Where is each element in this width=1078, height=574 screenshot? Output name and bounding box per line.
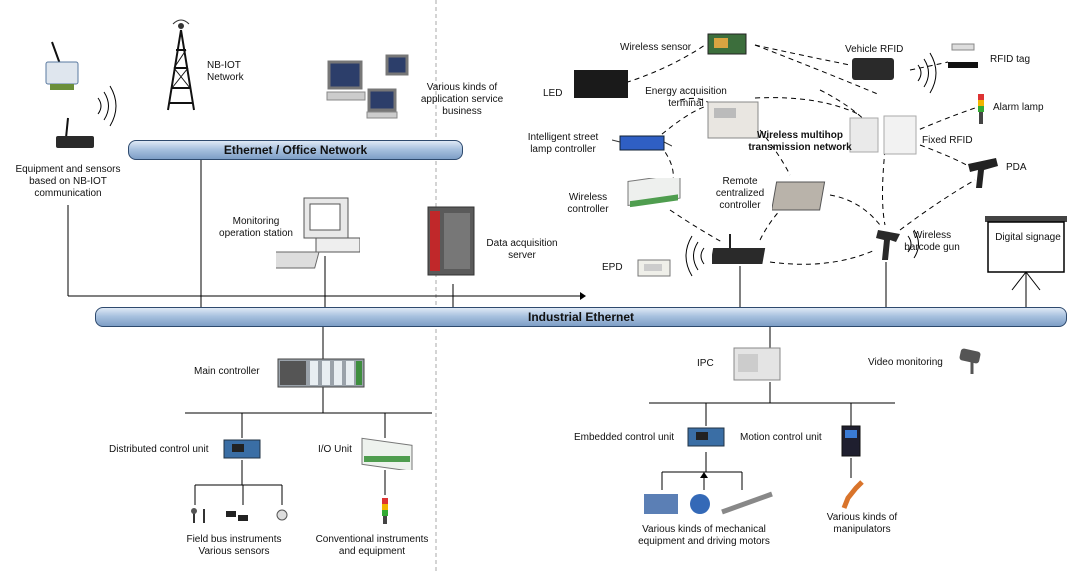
- service-computers-icon: [326, 54, 409, 119]
- main-controller-icon: [277, 358, 365, 388]
- gateway-router-icon: [712, 234, 766, 264]
- alarm-lamp-label: Alarm lamp: [993, 102, 1044, 113]
- video-camera-icon: [959, 348, 981, 374]
- vehicle-rfid-label: Vehicle RFID: [845, 44, 904, 55]
- energy-terminal-icon: [707, 101, 759, 139]
- motion-cu-label: Motion control unit: [740, 432, 822, 443]
- alarm-lamp-icon: [978, 94, 984, 124]
- embedded-cu-label: Embedded control unit: [574, 432, 675, 443]
- rfid-tag-icon: [948, 43, 978, 68]
- wireless-sensor-icon: [707, 33, 747, 55]
- epd-icon: [637, 259, 671, 277]
- wireless-controller-icon: [627, 178, 681, 208]
- ipc-icon: [733, 347, 781, 381]
- dcu-label: Distributed control unit: [109, 444, 209, 455]
- data-server-icon: [427, 206, 475, 276]
- video-monitoring-label: Video monitoring: [868, 357, 943, 368]
- pda-icon: [968, 158, 998, 188]
- embedded-control-unit-icon: [687, 427, 725, 447]
- fixed-rfid-icon: [849, 115, 917, 155]
- digital-signage-label: Digital signage: [995, 232, 1061, 243]
- epd-label: EPD: [602, 262, 623, 273]
- rfid-tag-label: RFID tag: [990, 54, 1031, 65]
- field-instruments-icon: [191, 508, 288, 523]
- nbiot-tower-icon: [167, 19, 195, 111]
- alarm-tower-small-icon: [382, 498, 388, 524]
- led-label: LED: [543, 88, 563, 99]
- main-controller-label: Main controller: [194, 366, 260, 377]
- wireless-sensor-label: Wireless sensor: [620, 42, 692, 53]
- distributed-control-unit-icon: [223, 439, 261, 459]
- fixed-rfid-label: Fixed RFID: [922, 135, 973, 146]
- io-unit-label: I/O Unit: [318, 444, 352, 455]
- office-network-bus: Ethernet / Office Network: [128, 140, 463, 160]
- motion-control-unit-icon: [841, 425, 861, 457]
- ipc-label: IPC: [697, 358, 714, 369]
- street-lamp-controller-icon: [612, 135, 672, 151]
- nbiot-sensor-device-icon: [45, 41, 94, 148]
- industrial-ethernet-bus: Industrial Ethernet: [95, 307, 1067, 327]
- io-unit-icon: [361, 437, 413, 470]
- industrial-ethernet-label: Industrial Ethernet: [527, 310, 634, 324]
- mechanical-equipment-icon: [644, 491, 773, 515]
- remote-controller-icon: [772, 181, 826, 211]
- vehicle-rfid-icon: [852, 58, 894, 80]
- monitoring-station-icon: [276, 197, 360, 269]
- office-network-label: Ethernet / Office Network: [223, 143, 368, 157]
- pda-label: PDA: [1006, 162, 1027, 173]
- led-panel-icon: [574, 70, 628, 98]
- manipulator-arm-icon: [841, 480, 864, 509]
- digital-signage-screen: [985, 216, 1067, 291]
- barcode-gun-icon: [876, 230, 900, 260]
